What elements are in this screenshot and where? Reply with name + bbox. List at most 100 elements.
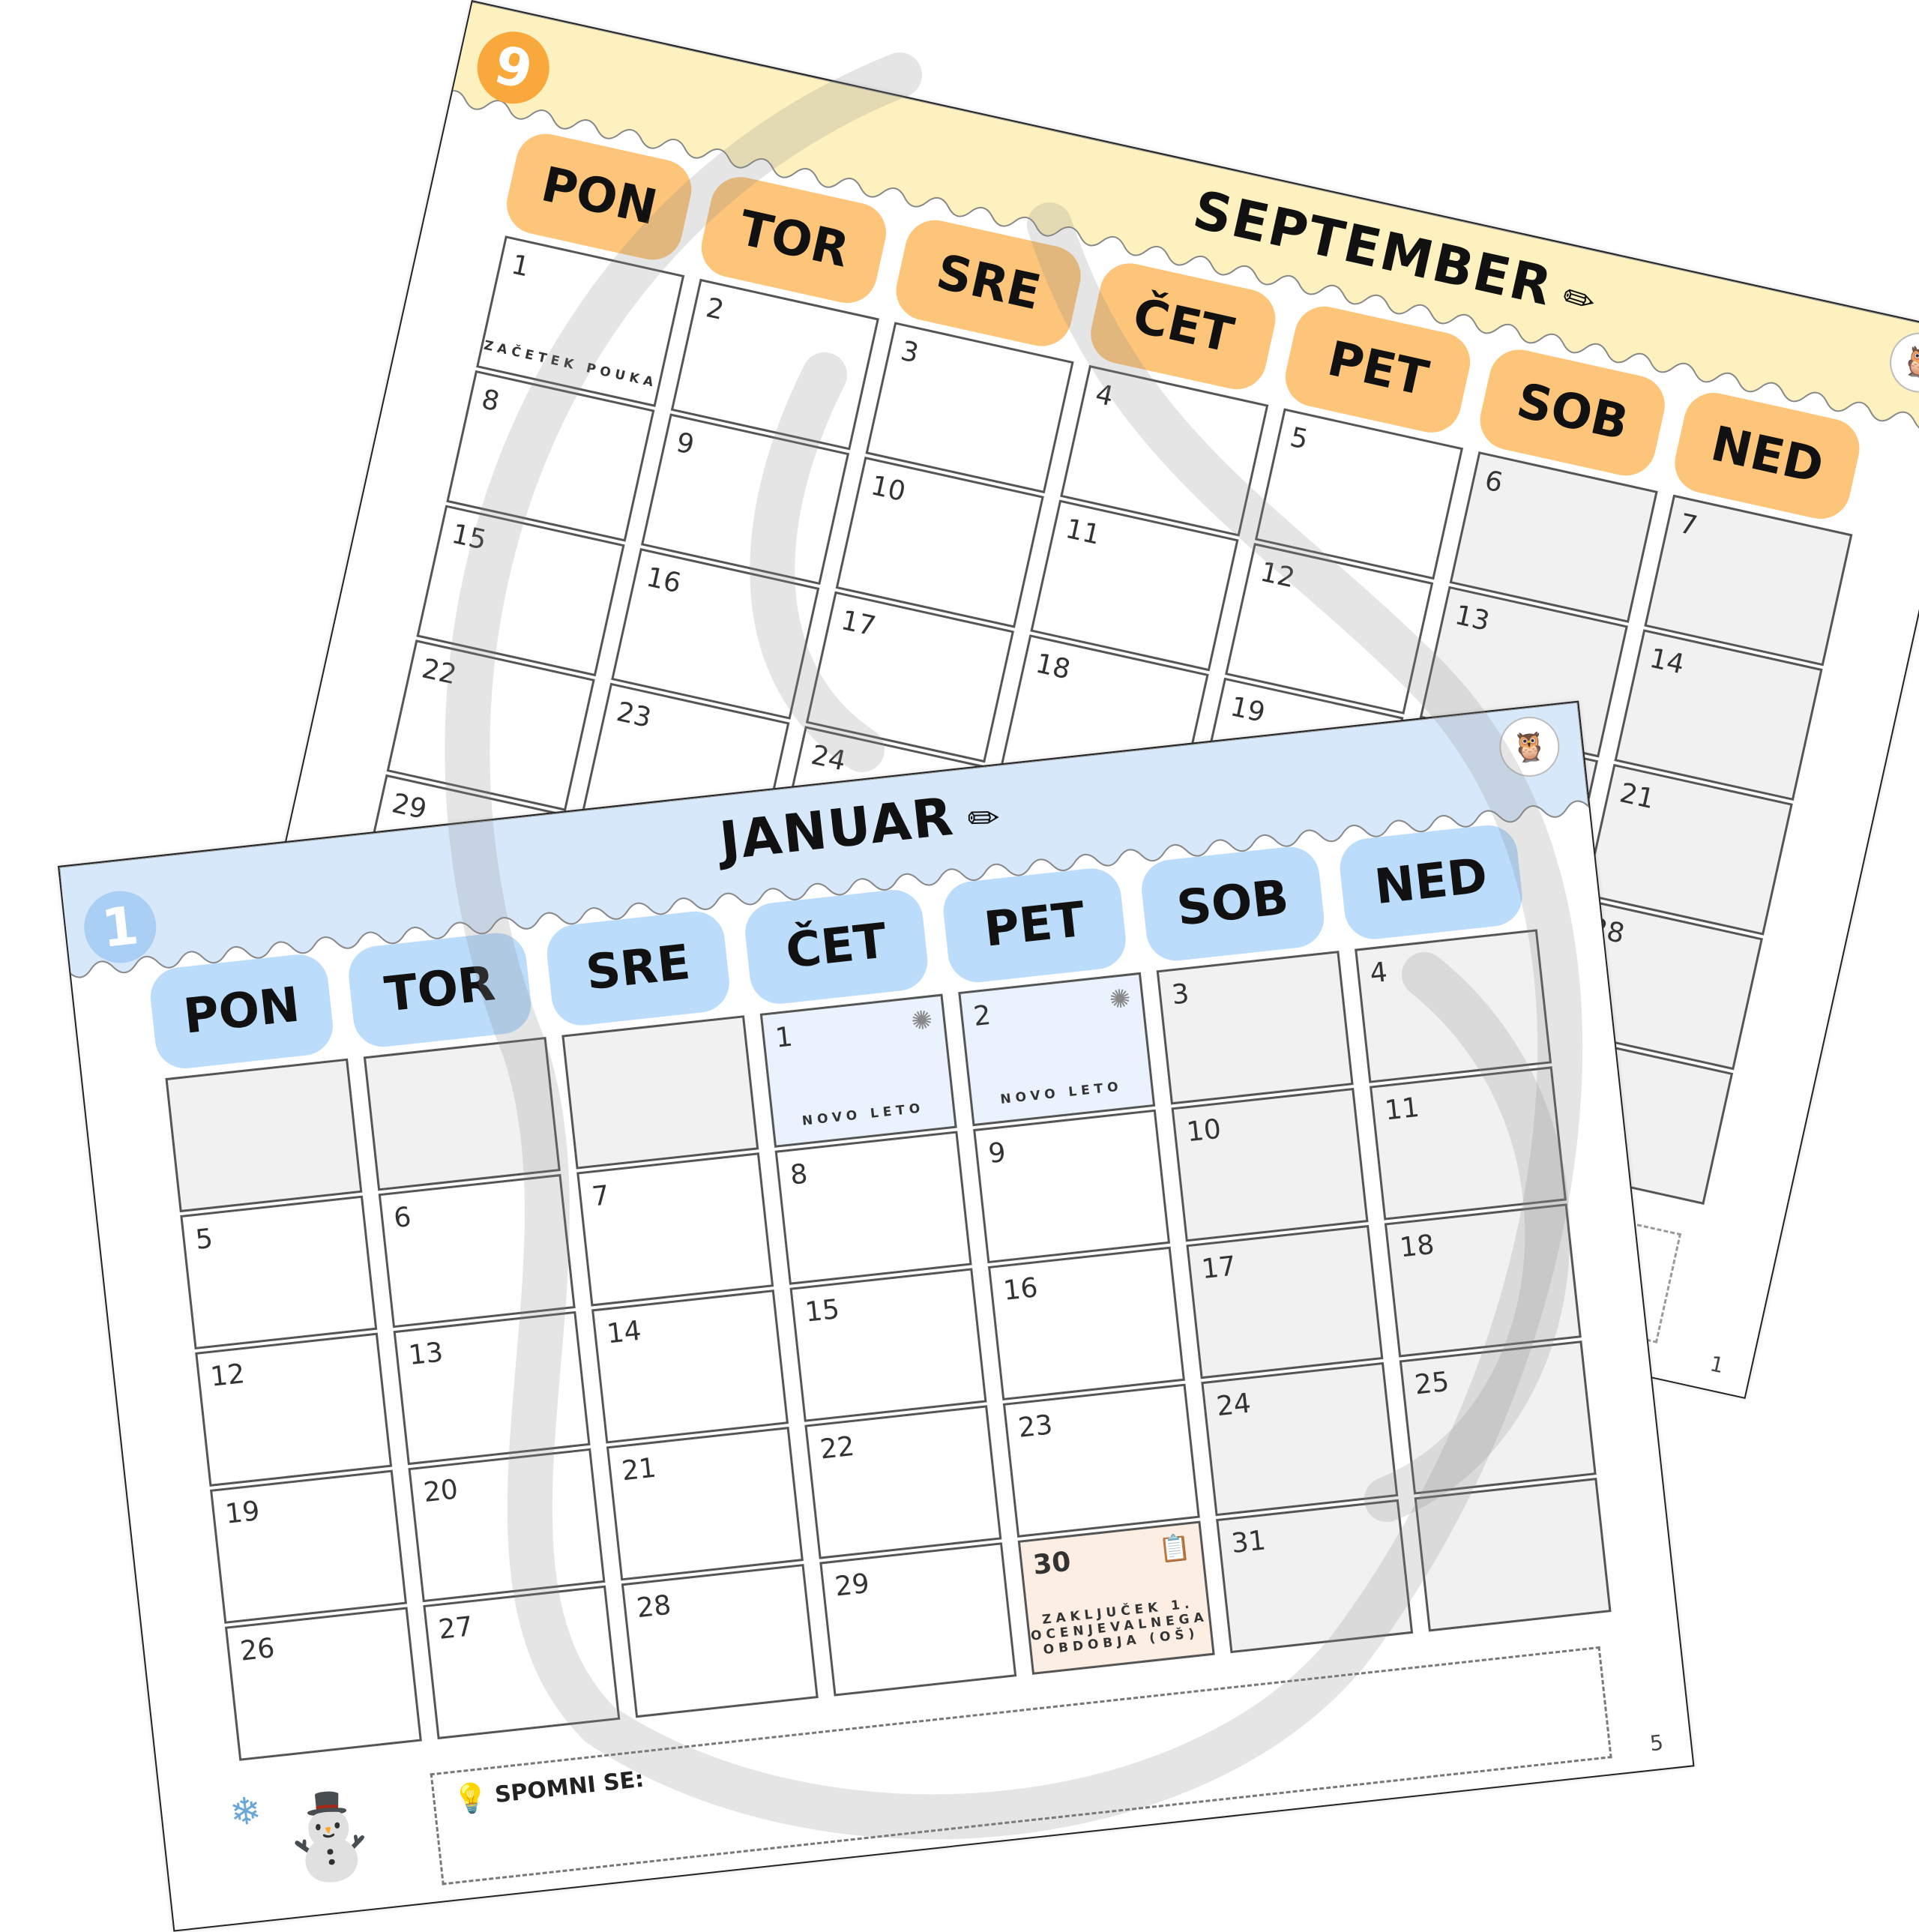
day-number: 19	[1227, 691, 1268, 729]
day-number: 1	[508, 249, 532, 283]
remember-label: SPOMNI SE:	[493, 1766, 645, 1809]
day-cell[interactable]: 3	[1156, 951, 1354, 1105]
day-number: 5	[1287, 421, 1311, 456]
day-cell[interactable]: 11	[1369, 1066, 1567, 1221]
page-number: 1	[1708, 1351, 1726, 1379]
day-number: 16	[1001, 1272, 1040, 1307]
day-event-label: NOVO LETO	[999, 1079, 1124, 1107]
day-number: 18	[1398, 1229, 1436, 1264]
day-number: 14	[605, 1315, 643, 1350]
day-cell[interactable]: 19	[210, 1469, 408, 1624]
day-cell[interactable]: 1 ✺ NOVO LETO	[759, 993, 957, 1148]
day-cell[interactable]: 7	[576, 1152, 774, 1307]
day-number: 1	[774, 1021, 795, 1054]
day-cell[interactable]	[165, 1058, 363, 1213]
day-number: 12	[1257, 556, 1298, 595]
day-cell[interactable]: 6	[378, 1173, 576, 1328]
day-cell[interactable]: 5	[180, 1195, 378, 1350]
day-number: 3	[897, 335, 922, 370]
day-cell[interactable]	[561, 1015, 759, 1170]
day-cell[interactable]: 9	[973, 1109, 1171, 1264]
day-cell[interactable]	[363, 1036, 561, 1191]
day-number: 9	[986, 1137, 1007, 1170]
day-number: 7	[590, 1180, 611, 1213]
header-band	[59, 702, 1590, 979]
weekday-header: NED	[1337, 822, 1525, 942]
weekday-header: ČET	[742, 886, 931, 1007]
day-number: 10	[868, 470, 909, 508]
day-cell[interactable]: 14	[591, 1289, 789, 1444]
weekday-header: PON	[147, 951, 336, 1072]
day-number: 6	[1482, 465, 1506, 499]
day-cell[interactable]: 27	[423, 1585, 621, 1740]
day-cell[interactable]: 15	[789, 1268, 987, 1422]
day-number: 5	[193, 1223, 215, 1256]
day-cell[interactable]: 24	[1201, 1361, 1399, 1517]
day-cell[interactable]: 28	[621, 1563, 819, 1718]
day-number: 10	[1185, 1113, 1223, 1149]
day-cell[interactable]: 23	[1002, 1383, 1200, 1538]
day-number: 7	[1676, 508, 1700, 542]
day-cell[interactable]: 16	[987, 1246, 1185, 1401]
day-cell[interactable]: 26	[224, 1607, 422, 1761]
day-cell[interactable]: 8	[774, 1131, 972, 1285]
day-event-label: NOVO LETO	[801, 1101, 926, 1129]
weekday-header: PET	[940, 865, 1129, 986]
day-number: 29	[833, 1568, 871, 1603]
day-number: 20	[422, 1474, 460, 1509]
day-number: 27	[436, 1611, 475, 1646]
day-cell[interactable]: 31	[1216, 1499, 1414, 1654]
day-number: 3	[1170, 978, 1191, 1011]
weekday-header: TOR	[346, 930, 534, 1050]
day-number: 11	[1383, 1092, 1421, 1127]
day-number: 17	[838, 604, 879, 643]
day-number: 9	[673, 427, 697, 461]
day-number: 12	[208, 1358, 247, 1393]
day-cell[interactable]: 17	[1186, 1224, 1384, 1379]
day-number: 28	[635, 1589, 673, 1625]
day-cell[interactable]: 2✺NOVO LETO	[958, 972, 1156, 1127]
day-number: 8	[478, 384, 502, 418]
snowman-illustration: ⛄	[273, 1783, 386, 1890]
day-number: 19	[223, 1496, 262, 1530]
lightbulb-icon: 💡	[451, 1780, 491, 1817]
day-cell[interactable]: 21	[606, 1427, 804, 1581]
day-number: 31	[1229, 1525, 1268, 1560]
day-number: 2	[703, 292, 727, 327]
day-number: 22	[818, 1430, 856, 1466]
day-number: 21	[1617, 777, 1657, 816]
day-number: 17	[1199, 1251, 1238, 1286]
day-number: 13	[407, 1337, 445, 1372]
day-cell[interactable]: 30📋ZAKLJUČEK 1. OCENJEVALNEGA OBDOBJA (O…	[1017, 1520, 1215, 1675]
day-number: 2	[971, 999, 992, 1033]
day-number: 23	[1016, 1409, 1055, 1444]
day-number: 24	[808, 739, 849, 777]
day-number: 21	[620, 1452, 658, 1487]
page-number: 5	[1648, 1730, 1665, 1757]
day-number: 26	[238, 1632, 277, 1667]
day-cell[interactable]: 13	[393, 1310, 591, 1466]
day-number: 30	[1031, 1546, 1073, 1581]
day-cell[interactable]: 29	[819, 1542, 1017, 1697]
day-cell[interactable]: 25	[1399, 1340, 1597, 1495]
day-cell[interactable]: 10	[1171, 1087, 1369, 1242]
day-number: 16	[643, 562, 684, 600]
snowflake-icon: ❄	[227, 1788, 264, 1835]
day-cell[interactable]: 12	[195, 1332, 393, 1487]
day-cell[interactable]: 4	[1355, 929, 1552, 1083]
day-number: 15	[804, 1293, 841, 1328]
day-cell[interactable]: 18	[1384, 1203, 1582, 1358]
day-number: 24	[1214, 1388, 1253, 1423]
day-number: 11	[1062, 513, 1103, 551]
header-band	[445, 1, 1919, 445]
day-cell[interactable]: 20	[408, 1448, 606, 1603]
weekday-header: SOB	[1139, 843, 1328, 964]
fireworks-icon: ✺	[909, 1005, 935, 1038]
day-cell[interactable]: 22	[804, 1405, 1002, 1559]
day-cell[interactable]	[1414, 1478, 1612, 1632]
day-number: 4	[1092, 379, 1116, 413]
day-number: 14	[1646, 643, 1687, 681]
day-number: 6	[392, 1201, 413, 1235]
